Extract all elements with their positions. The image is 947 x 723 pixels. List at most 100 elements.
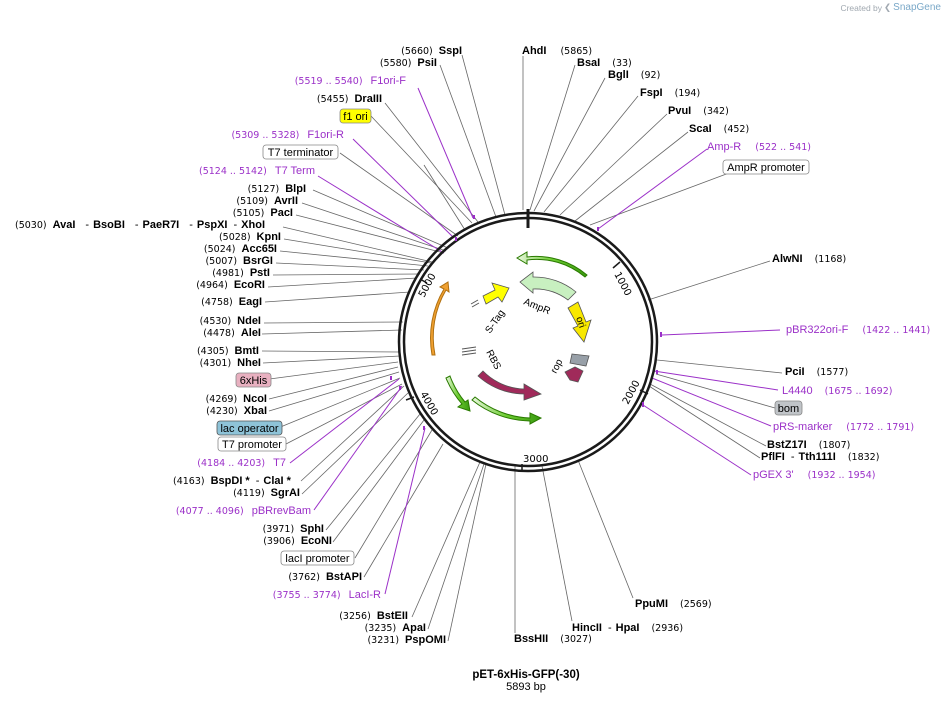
- site-pspomi[interactable]: (3231)PspOMI: [367, 634, 446, 646]
- snapgene-logo-icon: ❮: [884, 2, 892, 12]
- tick-1000: 1000: [611, 270, 633, 298]
- right-sites: AhdI(5865) BsaI(33) BglI(92) FspI(194) P…: [514, 45, 879, 645]
- site-econi[interactable]: (3906)EcoNI: [263, 535, 332, 547]
- box-laci-promoter[interactable]: lacI promoter: [280, 550, 355, 566]
- primer-lines: [289, 87, 781, 595]
- primer-f1ori-r[interactable]: (5309 .. 5328)F1ori-R: [231, 129, 344, 141]
- primer-laci-r[interactable]: (3755 .. 3774)LacI-R: [273, 589, 381, 601]
- site-draiii[interactable]: (5455)DraIII: [317, 93, 382, 105]
- tick-2000: 2000: [621, 379, 643, 407]
- ori-arrow: [567, 301, 592, 343]
- primer-pgex3[interactable]: pGEX 3'(1932 .. 1954): [753, 469, 875, 481]
- site-sphi[interactable]: (3971)SphI: [263, 523, 324, 535]
- site-acc65i[interactable]: (5024)Acc65I: [204, 243, 277, 255]
- site-psii[interactable]: (5580)PsiI: [380, 57, 437, 69]
- box-t7-promoter-label: T7 promoter: [222, 439, 282, 451]
- primer-pbr322ori-f[interactable]: pBR322ori-F(1422 .. 1441): [786, 324, 930, 336]
- site-bstapi[interactable]: (3762)BstAPI: [288, 571, 362, 583]
- s-tag-label: S-Tag: [483, 308, 507, 336]
- site-eagi[interactable]: (4758)EagI: [201, 296, 262, 308]
- primers: (5519 .. 5540)F1ori-F (5309 .. 5328)F1or…: [176, 75, 930, 601]
- feature-boxes: f1 ori T7 terminator AmpR promoter 6xHis…: [216, 108, 810, 566]
- rop-label: rop: [549, 357, 566, 375]
- laci-arrow: [477, 370, 542, 401]
- site-sspi[interactable]: (5660)SspI: [401, 45, 462, 57]
- box-f1-ori-label: f1 ori: [343, 111, 367, 123]
- site-bsai[interactable]: BsaI(33): [577, 57, 632, 69]
- site-bsrgi[interactable]: (5007)BsrGI: [205, 255, 273, 267]
- left-sites: (5660)SspI (5580)PsiI (5455)DraIII (5127…: [15, 45, 462, 646]
- box-f1-ori[interactable]: f1 ori: [339, 108, 372, 124]
- site-psti[interactable]: (4981)PstI: [212, 267, 270, 279]
- created-by-label: Created by: [840, 2, 883, 13]
- snapgene-brand: Created by ❮ SnapGene: [840, 2, 941, 13]
- primer-t7-term[interactable]: (5124 .. 5142)T7 Term: [199, 165, 315, 177]
- laci-label: lacI: [495, 390, 513, 405]
- box-6xhis-label: 6xHis: [240, 375, 268, 387]
- site-ecori[interactable]: (4964)EcoRI: [196, 279, 265, 291]
- gfp-arrow-bottom: [471, 396, 543, 425]
- site-paci[interactable]: (5105)PacI: [233, 207, 293, 219]
- site-fspi[interactable]: FspI(194): [640, 87, 700, 99]
- box-laci-promoter-label: lacI promoter: [285, 553, 350, 565]
- box-ampr-promoter[interactable]: AmpR promoter: [722, 159, 810, 175]
- box-t7-terminator[interactable]: T7 terminator: [262, 144, 339, 160]
- rop-arrow: [564, 366, 584, 383]
- site-hincii[interactable]: HincII-HpaI(2936): [572, 622, 683, 634]
- tick-5000: 5000: [417, 272, 439, 300]
- site-scai[interactable]: ScaI(452): [689, 123, 749, 135]
- site-ppumi[interactable]: PpuMI(2569): [635, 598, 712, 610]
- gfp-arrow-top: [516, 251, 588, 278]
- rbs-label: RBS: [483, 348, 503, 372]
- primer-pbrrevbam[interactable]: (4077 .. 4096)pBRrevBam: [176, 505, 311, 517]
- site-sgrai[interactable]: (4119)SgrAI: [233, 487, 300, 499]
- site-ndei[interactable]: (4530)NdeI: [200, 315, 261, 327]
- tick-3000: 3000: [523, 454, 548, 465]
- box-6xhis[interactable]: 6xHis: [235, 372, 272, 388]
- rbs-marks: [461, 346, 477, 356]
- site-xbai[interactable]: (4230)XbaI: [206, 405, 267, 417]
- box-t7-terminator-label: T7 terminator: [268, 147, 334, 159]
- site-kpni[interactable]: (5028)KpnI: [219, 231, 281, 243]
- site-alei[interactable]: (4478)AleI: [203, 327, 261, 339]
- primer-f1ori-f[interactable]: (5519 .. 5540)F1ori-F: [295, 75, 407, 87]
- rop-rect: [569, 353, 590, 367]
- site-bsshii[interactable]: BssHII(3027): [514, 633, 592, 645]
- site-ahdi[interactable]: AhdI(5865): [522, 45, 592, 57]
- site-bmti[interactable]: (4305)BmtI: [197, 345, 259, 357]
- box-bom[interactable]: bom: [774, 400, 803, 416]
- site-multi-clai[interactable]: (4163)BspDI *-ClaI *: [173, 475, 292, 487]
- plasmid-size: 5893 bp: [506, 681, 546, 693]
- box-lac-operator-label: lac operator: [220, 423, 278, 435]
- primer-t7[interactable]: (4184 .. 4203)T7: [197, 457, 286, 469]
- primer-prs-marker[interactable]: pRS-marker(1772 .. 1791): [773, 421, 914, 433]
- ampr-label: AmpR: [522, 297, 552, 318]
- orange-arrow: [430, 281, 450, 356]
- site-pcii[interactable]: PciI(1577): [785, 366, 848, 378]
- site-ncoi[interactable]: (4269)NcoI: [206, 393, 267, 405]
- s-tag-arrow: [482, 282, 510, 305]
- box-t7-promoter[interactable]: T7 promoter: [217, 436, 287, 452]
- primer-l4440[interactable]: L4440(1675 .. 1692): [782, 385, 892, 397]
- ring-markers: [390, 215, 662, 430]
- leader-lines: [261, 54, 783, 642]
- site-nhei[interactable]: (4301)NheI: [200, 357, 261, 369]
- site-blpi[interactable]: (5127)BlpI: [248, 183, 306, 195]
- site-avrii[interactable]: (5109)AvrII: [236, 195, 298, 207]
- site-apai[interactable]: (3235)ApaI: [365, 622, 426, 634]
- box-lac-operator[interactable]: lac operator: [216, 420, 283, 436]
- primer-amp-r[interactable]: Amp-R(522 .. 541): [707, 141, 811, 153]
- site-pflfi[interactable]: PflFI-Tth111I(1832): [761, 451, 879, 463]
- ori-label: ori: [573, 315, 587, 329]
- site-alwni[interactable]: AlwNI(1168): [772, 253, 846, 265]
- gfp-arrow-bottom-left: [445, 375, 471, 412]
- site-pvui[interactable]: PvuI(342): [668, 105, 729, 117]
- site-bgli[interactable]: BglI(92): [608, 69, 660, 81]
- plasmid-name: pET-6xHis-GFP(-30): [472, 669, 580, 681]
- site-multi-xhoi[interactable]: (5030)AvaI-BsoBI-PaeR7I-PspXI-XhoI: [15, 219, 265, 231]
- ampr-arrow: [519, 271, 577, 301]
- site-bstz17i[interactable]: BstZ17I(1807): [767, 439, 850, 451]
- backbone: [397, 209, 659, 473]
- site-bsteii[interactable]: (3256)BstEII: [339, 610, 408, 622]
- box-bom-label: bom: [778, 403, 799, 415]
